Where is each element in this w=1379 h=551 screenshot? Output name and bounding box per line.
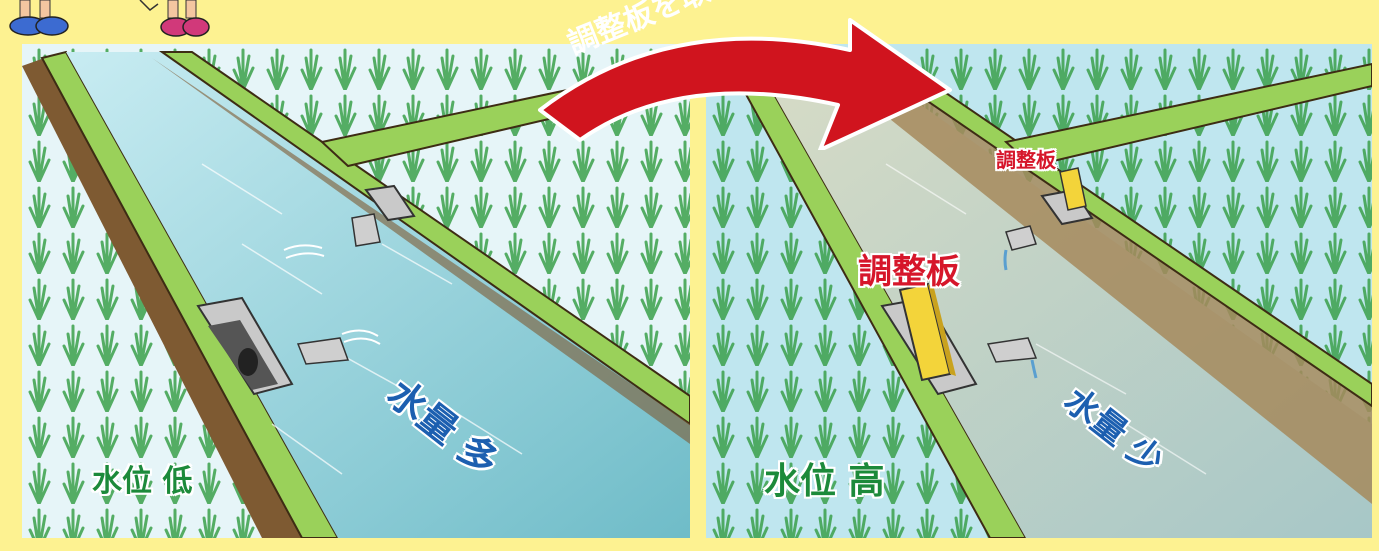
water-pipe-icon [296, 337, 350, 365]
red-arrow-icon [538, 18, 952, 150]
water-level-low-label: 水位 低 [92, 464, 193, 499]
water-level-high-label: 水位 高 [764, 461, 885, 502]
kids-feet-illustration [9, 0, 210, 37]
water-pipe-icon [986, 225, 1038, 379]
adjustment-board-back [1040, 167, 1094, 226]
outlet-gate-back [351, 184, 416, 247]
irrigation-scene-right [706, 44, 1372, 538]
adjustment-board-label-main: 調整板 [858, 252, 960, 292]
adjustment-board-label-small: 調整板 [996, 148, 1056, 172]
panel-with-board: 調整板 調整板 水位 高 水量 少 [706, 44, 1372, 538]
outlet-gate-front [196, 296, 294, 396]
adjustment-board-front [880, 282, 978, 396]
top-band [0, 0, 1379, 44]
irrigation-scene-left [22, 44, 690, 538]
